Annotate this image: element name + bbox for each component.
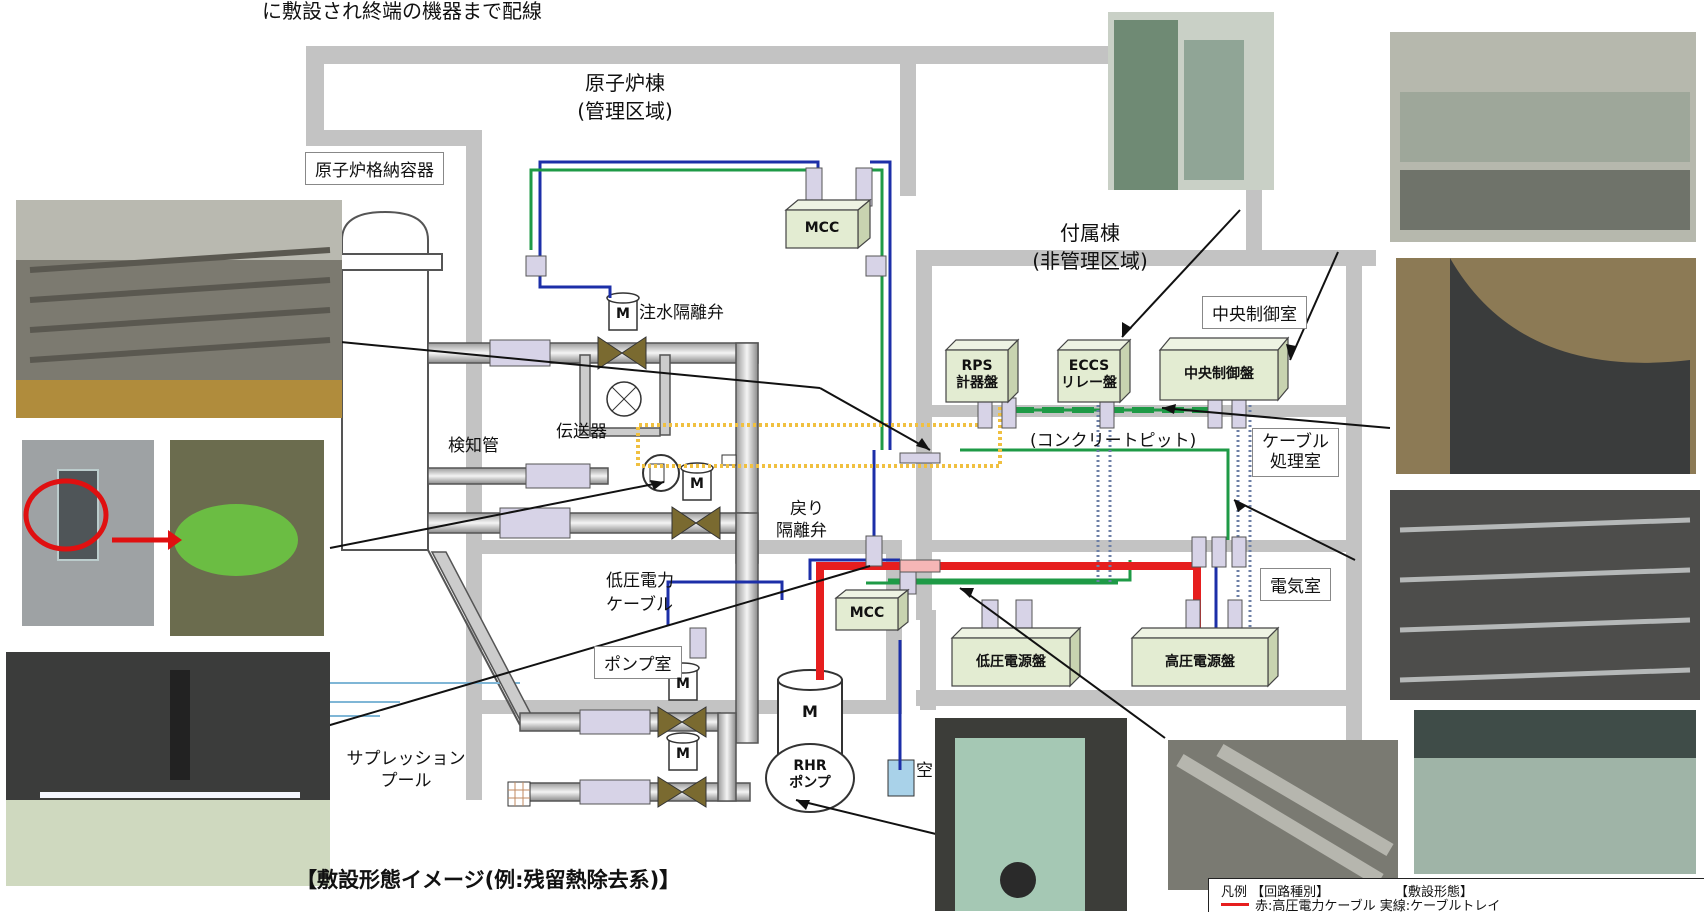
cable-hv-red <box>816 562 1201 680</box>
suppression-pool-label-1: サプレッション <box>346 749 466 769</box>
rhr-motor-label: M <box>802 702 818 721</box>
legend-circuit-title: 凡例 【回路種別】 <box>1221 885 1330 900</box>
hv-panel-label: 高圧電源盤 <box>1165 654 1235 670</box>
rps-label-1: RPS <box>961 358 993 374</box>
mcc-lower-box <box>834 588 910 632</box>
main-control-box <box>1158 336 1290 402</box>
valves <box>597 336 721 808</box>
rhr-pump <box>765 669 855 813</box>
eccs-label-1: ECCS <box>1068 358 1110 374</box>
top-caption: に敷設され終端の機器まで配線 <box>262 0 542 23</box>
photo-panel-interior <box>22 440 324 636</box>
mcc-lower-label: MCC <box>849 605 885 621</box>
cable-room-label-2: 処理室 <box>1269 452 1321 473</box>
containment-vessel <box>339 210 521 726</box>
legend-hv-swatch <box>1221 903 1249 906</box>
rhr-pump-label: RHR ポンプ <box>774 758 846 792</box>
lv-panel-label: 低圧電源盤 <box>976 654 1046 670</box>
eccs-label-2: リレー盤 <box>1061 374 1117 391</box>
flow-element <box>606 381 642 417</box>
photo-rhr-pump <box>935 718 1127 911</box>
photo-main-control-room <box>1390 32 1696 242</box>
photo-switchgear <box>1414 710 1696 874</box>
pointer-arrowheads <box>650 322 1296 810</box>
air-partial-label: 空 <box>916 761 933 781</box>
eccs-box <box>1056 338 1132 404</box>
misc-devices <box>507 454 915 807</box>
transmitter-label: 伝送器 <box>556 422 607 442</box>
photo-cable-trays-upper-left <box>16 200 342 418</box>
photo-pipe-cables <box>1168 740 1398 890</box>
cable-penetrations <box>525 167 1247 659</box>
containment-label: 原子炉格納容器 <box>305 152 444 185</box>
legend-form-title: 【敷設形態】 <box>1395 885 1474 900</box>
rps-panel-label: RPS 計器盤 <box>946 358 1008 392</box>
main-control-panel-label: 中央制御盤 <box>1184 366 1254 382</box>
rps-label-2: 計器盤 <box>956 374 998 391</box>
rhr-label-1: RHR <box>793 758 827 774</box>
photo-control-room-panels <box>1108 12 1274 190</box>
eccs-panel-label: ECCS リレー盤 <box>1058 358 1120 392</box>
injection-valve-label: 注水隔離弁 <box>639 303 724 323</box>
return-valve-motor-label: M <box>690 476 704 492</box>
lv-cable-label-2: ケーブル <box>606 595 673 615</box>
lv-panel-box <box>950 626 1082 688</box>
lv-cable-label-1: 低圧電力 <box>606 571 674 591</box>
cable-room-label-1: ケーブル <box>1262 432 1329 452</box>
return-valve-label-1: 戻り <box>790 499 824 519</box>
photo-cable-processing-room <box>1396 258 1696 474</box>
reactor-building-title: 原子炉棟 <box>585 71 665 95</box>
auxiliary-building-subtitle: (非管理区域) <box>1032 249 1148 273</box>
injection-valve-motor-label: M <box>616 306 630 322</box>
photo-cable-room-ceiling <box>6 652 330 886</box>
pump-valve-motor-label-1: M <box>676 676 690 692</box>
electrical-room-label: 電気室 <box>1260 568 1331 601</box>
mcc-upper-label: MCC <box>804 220 840 236</box>
pump-room-label: ポンプ室 <box>594 646 682 679</box>
return-valve-label-2: 隔離弁 <box>776 521 827 541</box>
concrete-pit-label: (コンクリートピット) <box>1030 431 1197 451</box>
reactor-building-subtitle: (管理区域) <box>577 99 673 123</box>
bottom-caption: 【敷設形態イメージ(例:残留熱除去系)】 <box>296 868 681 892</box>
detector-tube-label: 検知管 <box>448 436 499 456</box>
cable-room-label: ケーブル 処理室 <box>1252 428 1339 477</box>
suppression-pool-label-2: プール <box>380 771 432 791</box>
hv-panel-box <box>1130 626 1280 688</box>
suppression-pool-water <box>320 682 520 717</box>
mcc-upper-box <box>784 198 872 250</box>
control-room-label: 中央制御室 <box>1202 296 1307 329</box>
photo-electrical-room-trays <box>1390 490 1700 700</box>
rps-box <box>944 338 1020 404</box>
legend-row-1: 赤:高圧電力ケーブル 実線:ケーブルトレイ <box>1255 899 1501 914</box>
legend: 凡例 【回路種別】 【敷設形態】 赤:高圧電力ケーブル 実線:ケーブルトレイ <box>1208 878 1704 914</box>
auxiliary-building-title: 付属棟 <box>1060 221 1120 245</box>
pump-valve-motor-label-2: M <box>676 746 690 762</box>
equipment-boxes <box>784 198 1290 688</box>
rhr-label-2: ポンプ <box>789 774 831 791</box>
